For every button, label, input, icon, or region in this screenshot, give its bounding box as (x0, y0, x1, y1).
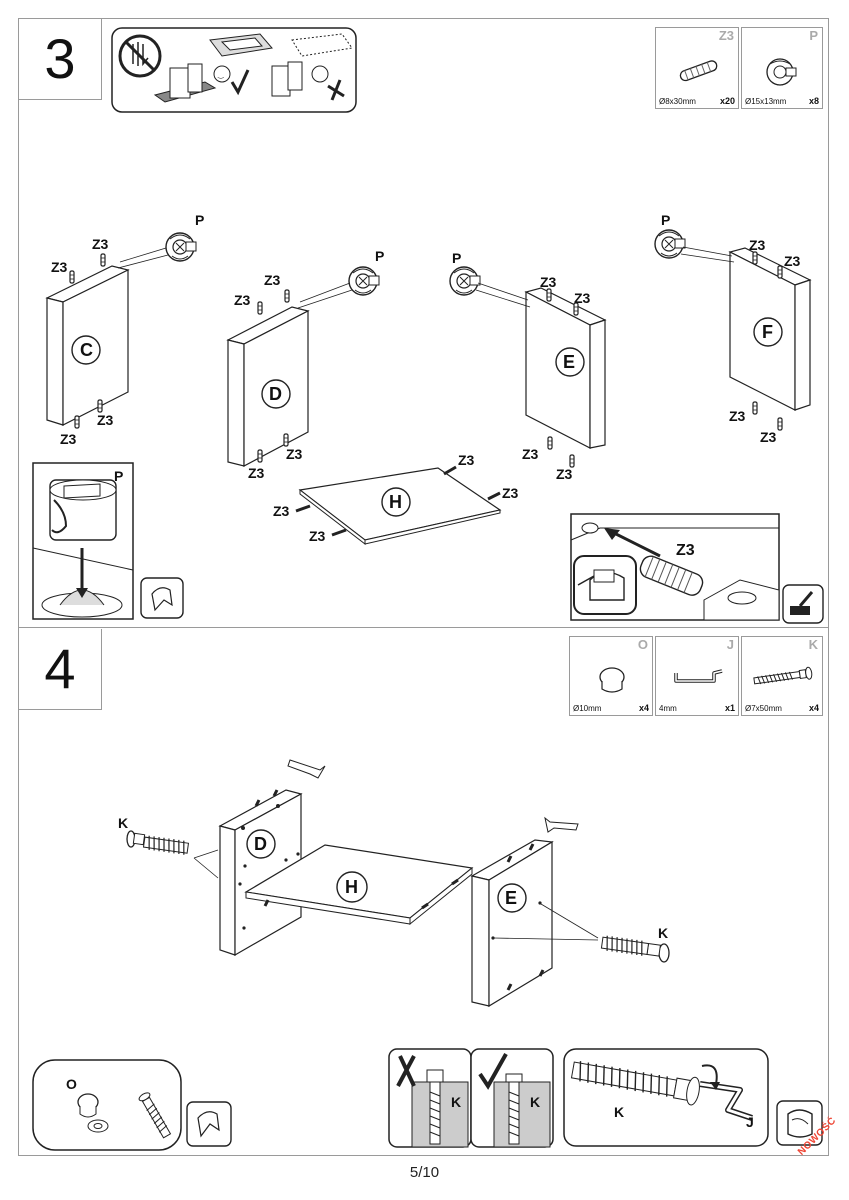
hardware-code: J (726, 637, 734, 652)
step-4-number: 4 (19, 629, 102, 710)
dowel-label: Z3 (234, 292, 251, 308)
screw-tighten-label: K (614, 1104, 625, 1120)
cam-lock-icon (766, 58, 797, 86)
hardware-z3-box: Z3 Ø8x30mm x20 (655, 27, 739, 109)
hammer-icon (782, 584, 824, 624)
dowel-label: Z3 (574, 290, 591, 306)
dowel-label: Z3 (729, 408, 746, 424)
dowel-label: Z3 (556, 466, 573, 482)
hardware-k-box: K Ø7x50mm x4 (741, 636, 823, 716)
confirmat-screw-icon (753, 666, 813, 685)
panel-e-label: E (563, 352, 576, 372)
panel-d-label: D (269, 384, 282, 404)
panel-c-drawing (45, 232, 197, 429)
cap-label: O (66, 1076, 77, 1092)
cam-label: P (661, 212, 671, 228)
dowel-label: Z3 (97, 412, 114, 428)
cap-icon (599, 667, 625, 693)
step-3-number: 3 (19, 19, 102, 100)
step-divider (18, 627, 829, 628)
hardware-code: O (637, 637, 648, 652)
screw-label: K (658, 925, 669, 941)
panel-e4-label: E (505, 888, 518, 908)
panel-e-assembly (470, 816, 579, 1008)
dowel-label: Z3 (248, 465, 265, 481)
hardware-dimension: 4mm (659, 704, 677, 713)
cam-label: P (452, 250, 462, 266)
hex-key-icon (674, 669, 723, 683)
hardware-dimension: Ø10mm (573, 704, 602, 713)
panel-d4-label: D (254, 834, 267, 854)
cap-detail-panel (32, 1059, 182, 1151)
screw-wrong-label: K (451, 1094, 462, 1110)
cam-detail-panel (32, 462, 134, 620)
hardware-dimension: Ø7x50mm (745, 704, 782, 713)
panel-d-assembly (218, 759, 326, 957)
screw-right-panel (470, 1048, 554, 1148)
rotate-icon (776, 1100, 823, 1146)
handling-warning-panel: ‿ (111, 27, 357, 113)
hardware-j-box: J 4mm x1 (655, 636, 739, 716)
panel-d-drawing (226, 266, 380, 467)
panel-h-assembly (244, 844, 474, 926)
dowel-label: Z3 (92, 236, 109, 252)
dowel-icon (679, 60, 718, 82)
hardware-code: Z3 (718, 28, 734, 43)
hardware-code: K (808, 637, 818, 652)
dowel-label: Z3 (60, 431, 77, 447)
dowel-label: Z3 (458, 452, 475, 468)
panel-h4-label: H (345, 877, 358, 897)
dowel-label: Z3 (309, 528, 326, 544)
dowel-label: Z3 (273, 503, 290, 519)
svg-text:‿: ‿ (217, 72, 224, 79)
page-number: 5/10 (409, 1164, 440, 1181)
screw-tighten-panel (563, 1048, 769, 1147)
screw-wrong-panel (388, 1048, 472, 1148)
panel-c-label: C (80, 340, 93, 360)
hardware-quantity: x20 (719, 96, 735, 106)
screw-k-left (126, 830, 219, 879)
hardware-quantity: x4 (808, 703, 819, 713)
panel-h-label: H (389, 492, 402, 512)
no-tool-icon (140, 577, 184, 619)
cam-label: P (195, 212, 205, 228)
dowel-label: Z3 (51, 259, 68, 275)
hardware-p-box: P Ø15x13mm x8 (741, 27, 823, 109)
dowel-label: Z3 (749, 237, 766, 253)
dowel-detail-label: Z3 (676, 542, 695, 559)
hardware-quantity: x8 (808, 96, 819, 106)
dowel-detail-panel (570, 513, 780, 621)
dowel-label: Z3 (540, 274, 557, 290)
hardware-dimension: Ø15x13mm (745, 97, 787, 106)
dowel-label: Z3 (502, 485, 519, 501)
key-label: J (746, 1114, 754, 1130)
hardware-quantity: x1 (724, 703, 735, 713)
dowel-label: Z3 (784, 253, 801, 269)
hardware-o-box: O Ø10mm x4 (569, 636, 653, 716)
dowel-label: Z3 (522, 446, 539, 462)
screw-k-right (493, 903, 670, 963)
cam-label: P (375, 248, 385, 264)
hardware-quantity: x4 (638, 703, 649, 713)
page-frame (18, 18, 829, 1156)
dowel-label: Z3 (760, 429, 777, 445)
screw-right-label: K (530, 1094, 541, 1110)
screw-label: K (118, 815, 129, 831)
panel-e-drawing (449, 266, 607, 468)
panel-f-drawing (654, 229, 812, 431)
hardware-dimension: Ø8x30mm (659, 97, 696, 106)
hardware-code: P (809, 28, 818, 43)
no-tool-icon-2 (186, 1101, 232, 1147)
dowel-label: Z3 (264, 272, 281, 288)
dowel-label: Z3 (286, 446, 303, 462)
panel-h-drawing (295, 465, 502, 546)
panel-f-label: F (762, 322, 773, 342)
cam-detail-label: P (114, 468, 124, 484)
